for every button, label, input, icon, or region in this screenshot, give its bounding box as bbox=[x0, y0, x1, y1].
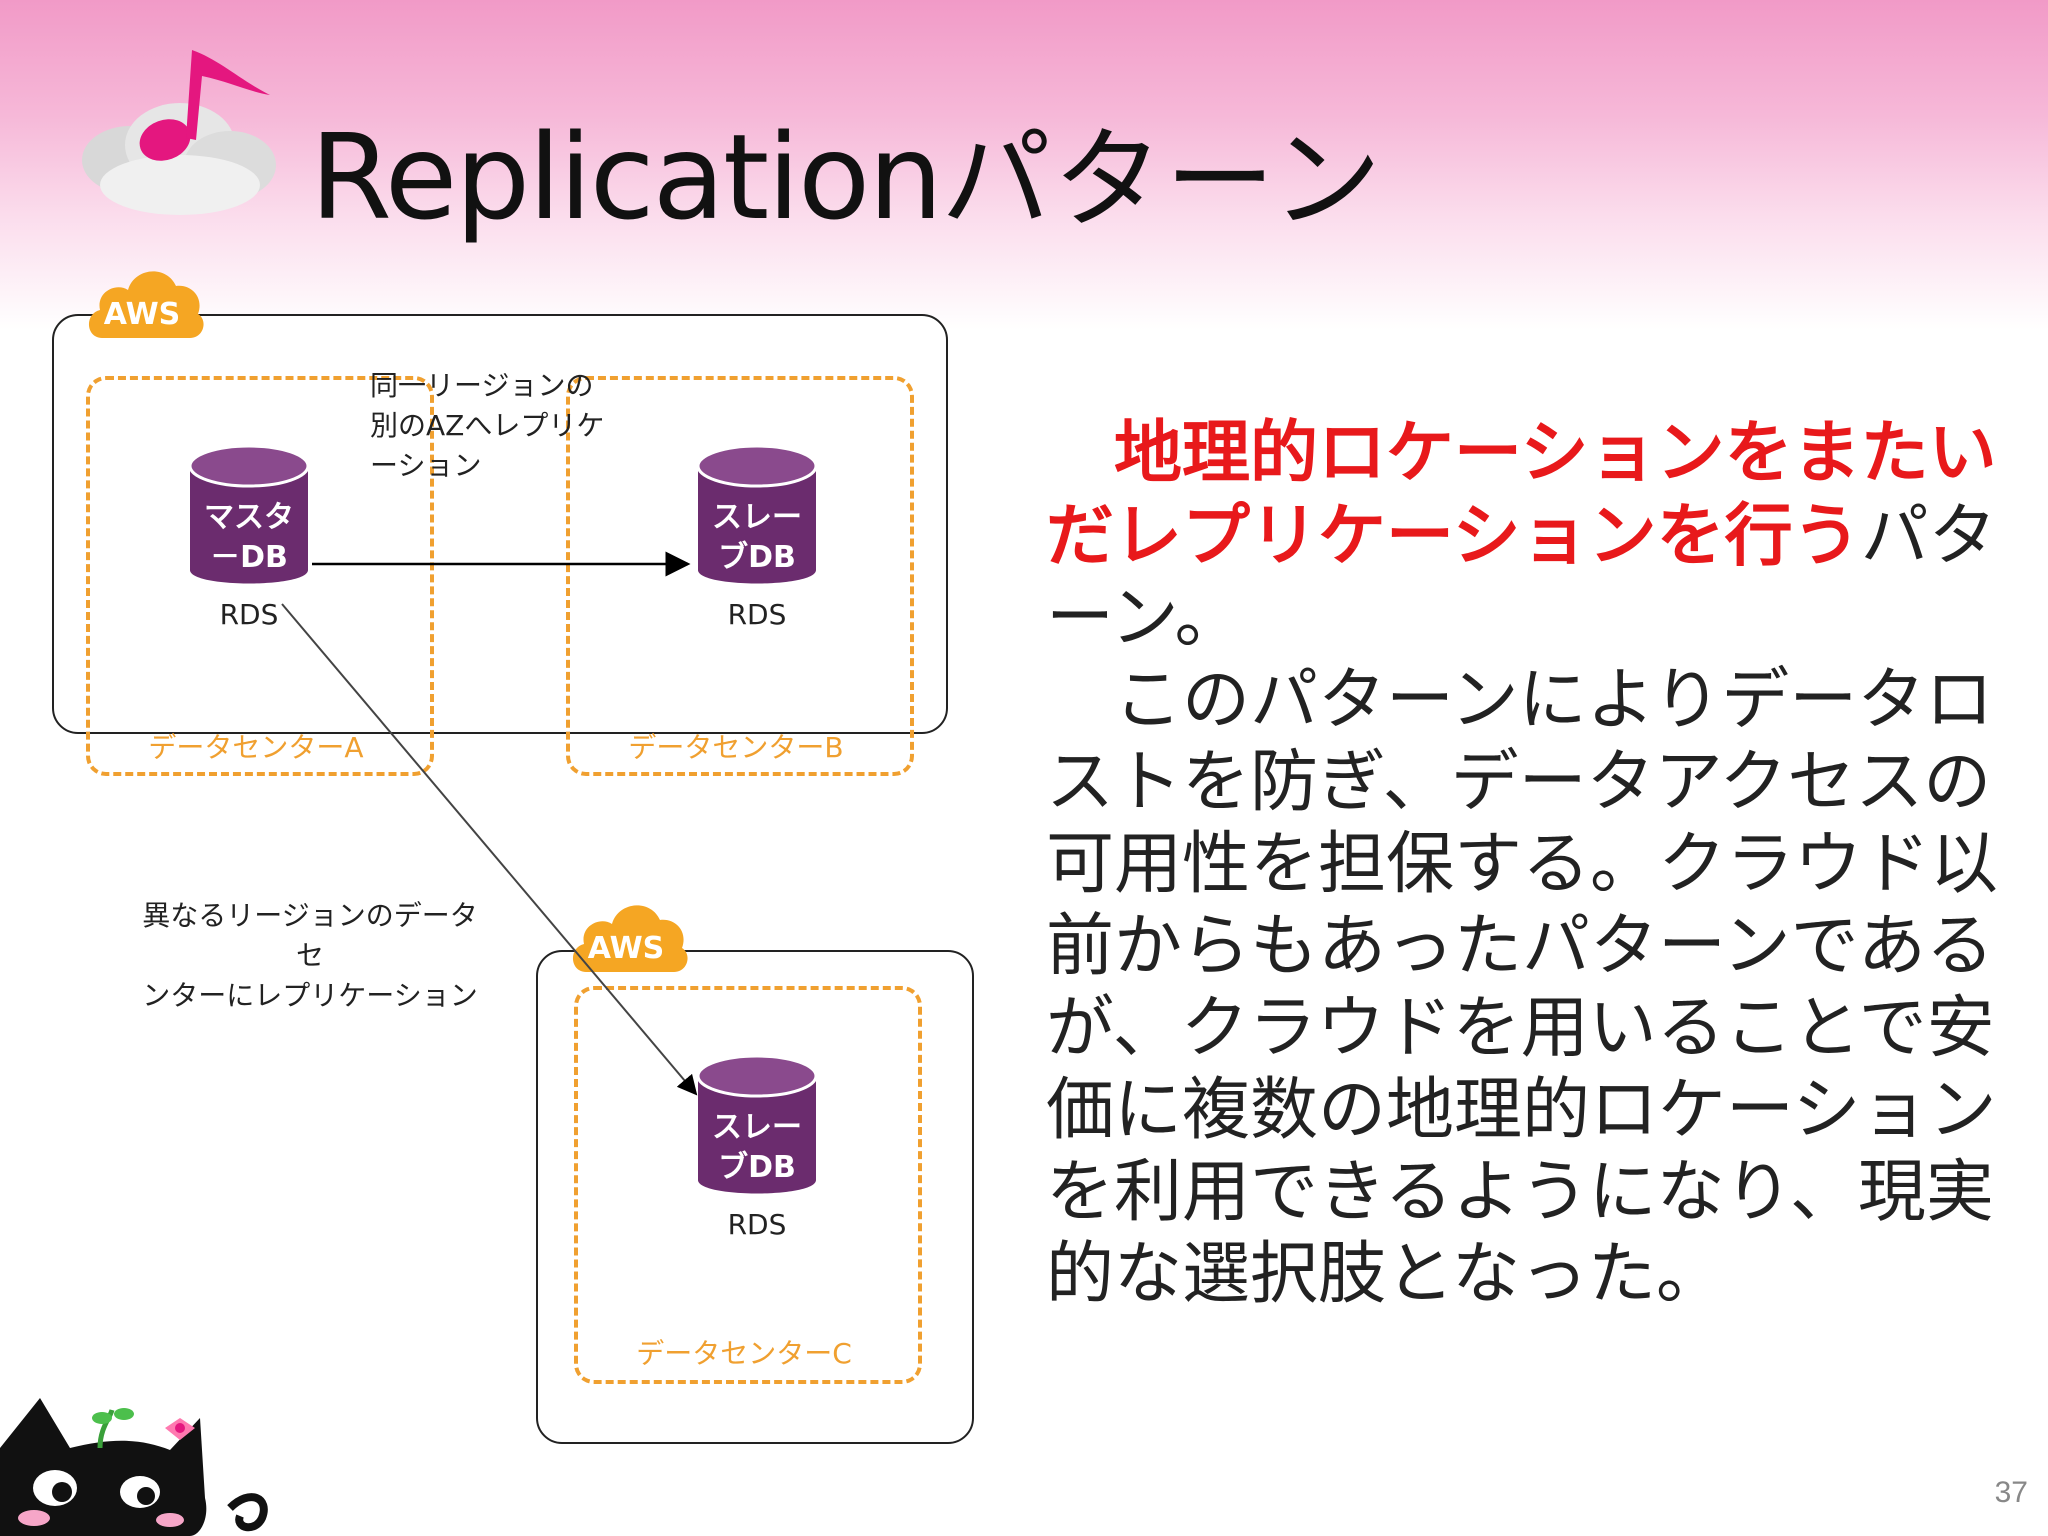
datacenter-a-box bbox=[86, 376, 434, 776]
note-same-region: 同一リージョンの 別のAZへレプリケ ーション bbox=[370, 369, 605, 482]
datacenter-c-box bbox=[574, 986, 922, 1384]
aws-label: AWS bbox=[104, 297, 181, 332]
slave-db-b-label: スレー ブDB bbox=[712, 500, 802, 575]
datacenter-a-label: データセンターA bbox=[148, 731, 364, 764]
master-db-label: マスタ －DB bbox=[204, 500, 294, 575]
replication-arrows bbox=[281, 551, 698, 1096]
title-japanese: パターン bbox=[940, 116, 1384, 244]
master-db-service: RDS bbox=[219, 598, 279, 631]
arrow-cross-region bbox=[281, 603, 698, 1096]
slave-db-b: スレー ブDB RDS bbox=[692, 440, 822, 631]
aws-label: AWS bbox=[588, 931, 665, 966]
header-band bbox=[0, 0, 2048, 330]
body-text: 地理的ロケーションをまたいだレプリケーションを行うパターン。 このパターンにより… bbox=[1046, 412, 2006, 1316]
master-db: マスタ －DB RDS bbox=[184, 440, 314, 631]
title-english: Replication bbox=[310, 108, 943, 246]
slave-db-c-label: スレー ブDB bbox=[712, 1110, 802, 1185]
database-cylinder-icon bbox=[696, 444, 818, 584]
datacenter-b-box bbox=[566, 376, 914, 776]
slave-db-c-service: RDS bbox=[727, 1208, 787, 1241]
body-sentence1-rest: パターン。 bbox=[1046, 497, 1997, 658]
body-paragraph2: このパターンによりデータロストを防ぎ、データアクセスの可用性を担保する。クラウド… bbox=[1046, 661, 1999, 1314]
aws-region-frame-secondary bbox=[536, 950, 974, 1444]
replication-diagram: AWS AWS データセンターA データセンターB データセンターC マスタ －… bbox=[0, 240, 1000, 1470]
music-note-cloud-icon bbox=[82, 50, 276, 215]
datacenter-c-label: データセンターC bbox=[636, 1337, 852, 1370]
database-cylinder-icon bbox=[188, 444, 310, 584]
slave-db-c: スレー ブDB RDS bbox=[692, 1050, 822, 1241]
page-number: 37 bbox=[1994, 1476, 2028, 1509]
database-cylinder-icon bbox=[696, 1054, 818, 1194]
note-different-region: 異なるリージョンのデータセ ンターにレプリケーション bbox=[142, 899, 478, 1012]
slave-db-b-service: RDS bbox=[727, 598, 787, 631]
aws-cloud-badge-icon: AWS bbox=[88, 271, 204, 338]
body-indent bbox=[1046, 414, 1114, 493]
aws-cloud-badge-icon: AWS bbox=[572, 905, 688, 972]
black-cat-icon bbox=[0, 1398, 268, 1536]
body-highlight: 地理的ロケーションをまたいだレプリケーションを行う bbox=[1046, 413, 1997, 576]
slide-title: Replicationパターン bbox=[310, 90, 1383, 250]
datacenter-b-label: データセンターB bbox=[628, 731, 844, 764]
